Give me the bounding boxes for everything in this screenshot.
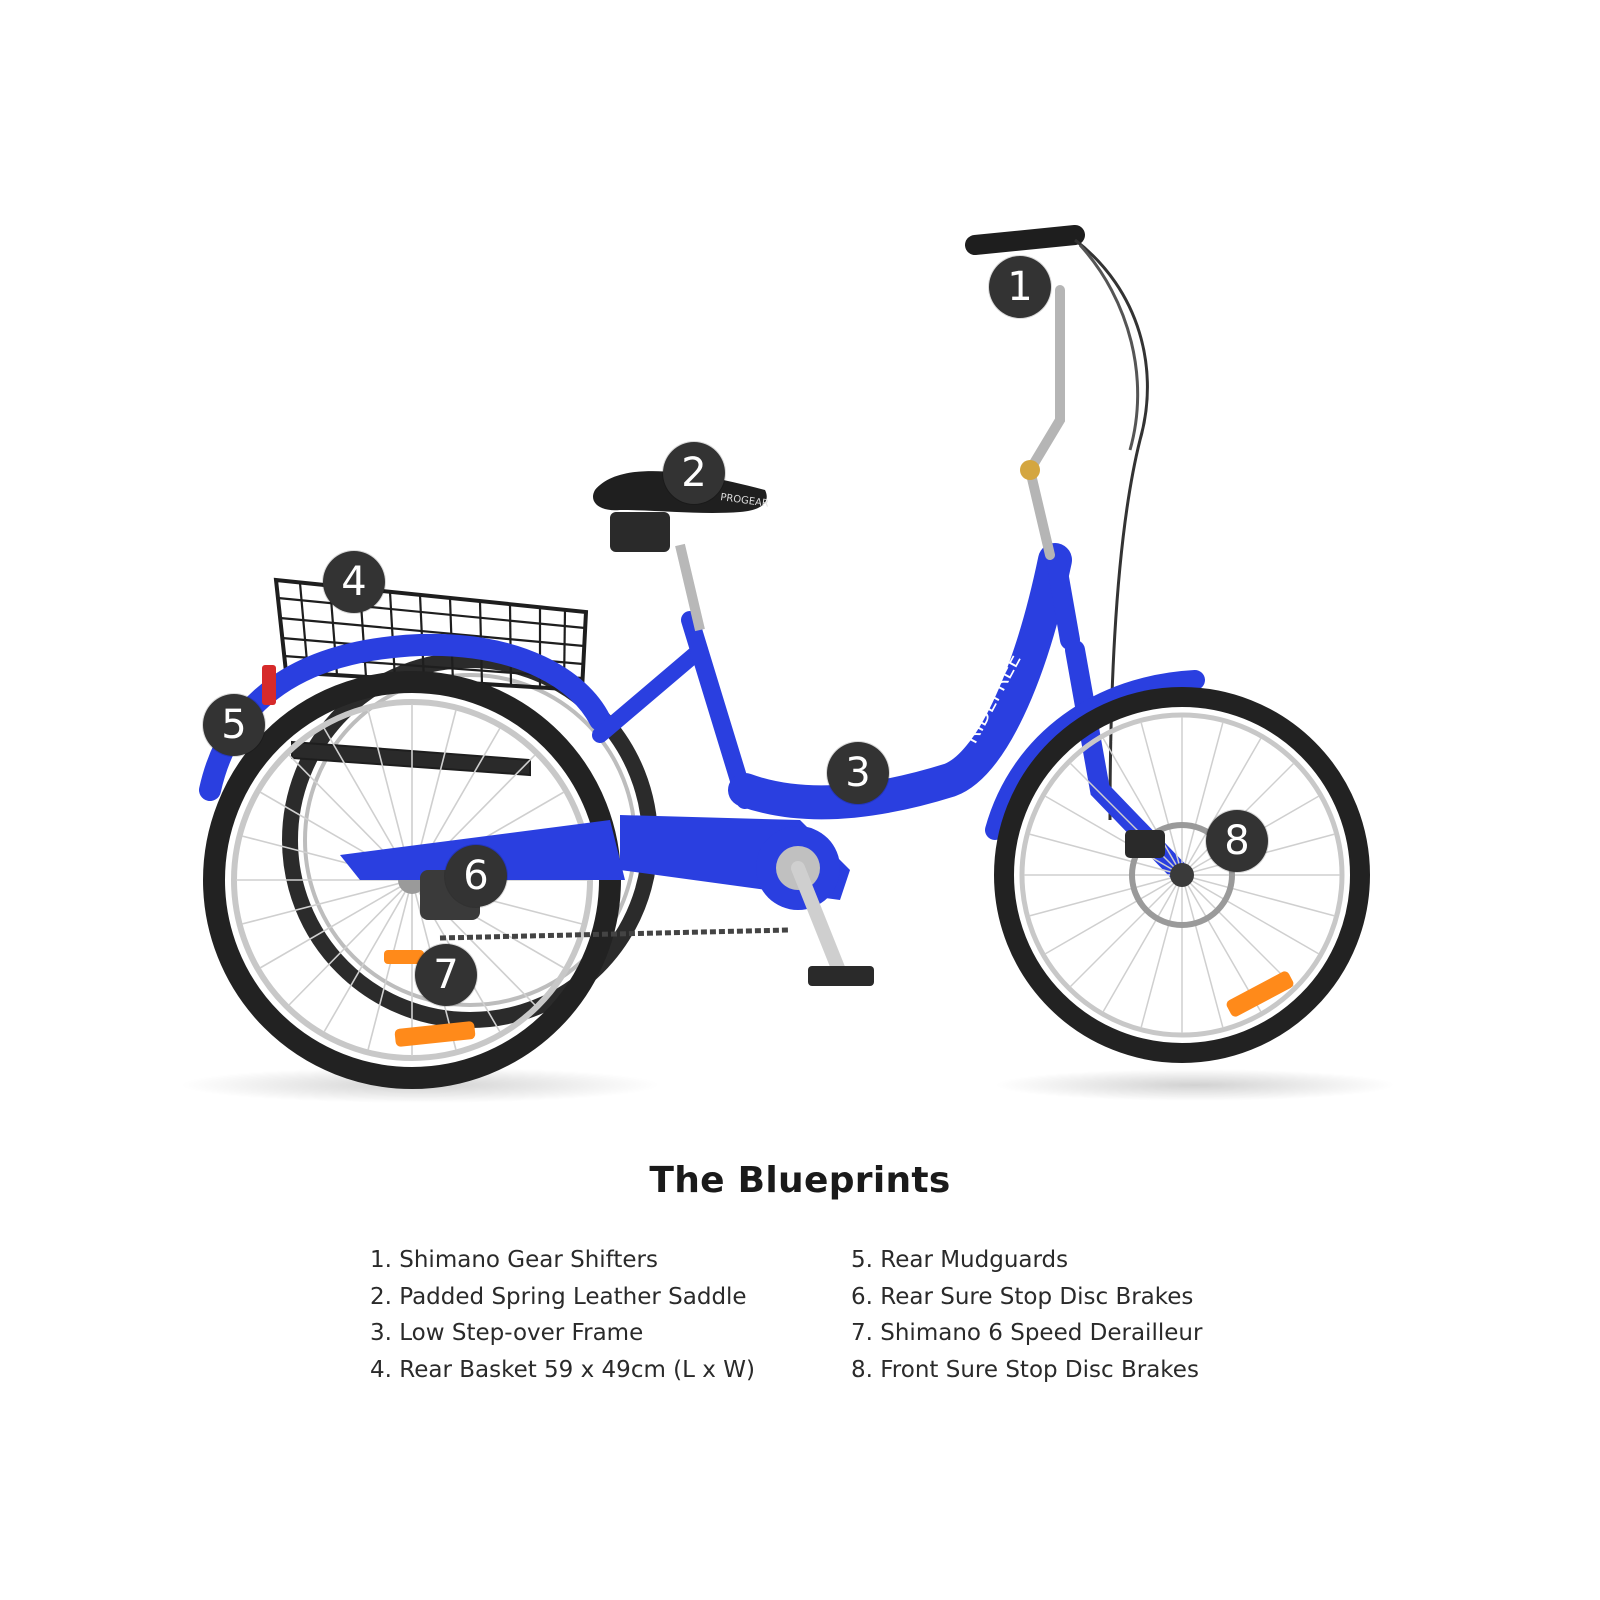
spec-item: 1. Shimano Gear Shifters [370, 1247, 658, 1273]
seat-post [675, 543, 705, 632]
rear-basket [273, 577, 589, 777]
marker-4: 4 [323, 551, 385, 613]
front-wheel-shadow [995, 1069, 1395, 1101]
front-reflector [1226, 971, 1294, 1017]
crankset [756, 826, 874, 986]
front-mudguard [985, 670, 1205, 840]
page-title: The Blueprints [649, 1160, 951, 1201]
chain [439, 927, 791, 941]
spec-item: 6. Rear Sure Stop Disc Brakes [851, 1283, 1194, 1310]
spec-list-right: 5. Rear Mudguards 6. Rear Sure Stop Disc… [851, 1242, 1202, 1388]
front-disc-rotor [1129, 822, 1235, 928]
marker-1: 1 [989, 256, 1051, 318]
marker-5: 5 [203, 694, 265, 756]
spec-item: 8. Front Sure Stop Disc Brakes [851, 1356, 1199, 1383]
front-wheel [994, 687, 1370, 1063]
marker-8: 8 [1206, 810, 1268, 872]
spec-item: 3. Low Step-over Frame [370, 1320, 644, 1346]
spec-item: 5. Rear Mudguards [851, 1247, 1069, 1273]
front-brake-caliper [1125, 830, 1165, 858]
rear-reflector [394, 1021, 476, 1047]
rear-light [262, 665, 276, 705]
handlebar-grip [965, 225, 1085, 255]
tricycle-illustration: RIDEFREE PROGEAR RIDEFREE [180, 225, 1395, 1103]
handlebar-assembly [965, 225, 1149, 821]
marker-2: 2 [663, 442, 725, 504]
spec-item: 7. Shimano 6 Speed Derailleur [851, 1320, 1203, 1346]
saddle-springs [610, 512, 670, 552]
marker-3: 3 [827, 742, 889, 804]
marker-6: 6 [445, 845, 507, 907]
pedal [808, 966, 874, 986]
spec-item: 4. Rear Basket 59 x 49cm (L x W) [370, 1356, 755, 1383]
rear-inner-reflector [384, 950, 424, 964]
spec-list-left: 1. Shimano Gear Shifters 2. Padded Sprin… [370, 1242, 755, 1388]
spec-item: 2. Padded Spring Leather Saddle [370, 1283, 747, 1310]
fork-logo: RIDEFREE [1109, 737, 1138, 798]
marker-7: 7 [415, 944, 477, 1006]
